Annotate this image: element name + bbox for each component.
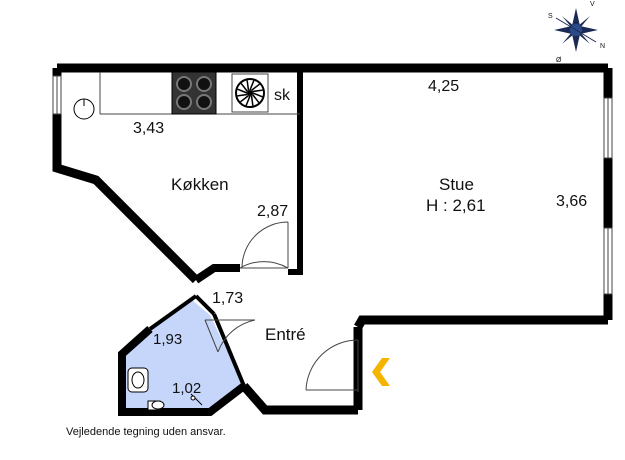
door-kitchen (239, 261, 289, 269)
appliance-label: sk (274, 87, 291, 104)
bath-dim-a-label: 1,93 (153, 331, 182, 348)
living-height-label: H : 2,61 (426, 196, 486, 215)
wall-bottom-living (354, 315, 608, 330)
wall-entry-bottom (240, 383, 358, 415)
washer-spoke (251, 83, 260, 91)
compass-east: Ø (556, 57, 562, 64)
entrance-dim-label: 1,73 (212, 290, 243, 307)
entry-arrow-icon (372, 358, 390, 386)
kitchen-depth-label: 2,87 (257, 203, 288, 220)
compass-south: S (548, 13, 553, 20)
washer-spoke (250, 95, 254, 106)
wall-bath-top (194, 294, 216, 316)
washer-spoke (252, 89, 263, 93)
wall-kitchen-entry (193, 264, 240, 284)
bathroom-fixtures (127, 367, 203, 411)
wall-diagonal-west (52, 68, 200, 284)
washer-spoke (252, 94, 260, 103)
living-width-label: 4,25 (428, 78, 459, 95)
kitchen-width-label: 3,43 (133, 120, 164, 137)
washer-spoke (240, 83, 248, 92)
living-depth-label: 3,66 (556, 193, 587, 210)
disclaimer-text: Vejledende tegning uden ansvar. (66, 426, 226, 438)
washer-spoke (252, 92, 263, 98)
wall-bath-door (212, 313, 246, 387)
wall-partition (288, 68, 303, 275)
living-name-label: Stue (439, 175, 474, 194)
entrance-name-label: Entré (265, 325, 306, 344)
washer-spoke (240, 95, 249, 103)
bath-dim-b-label: 1,02 (172, 380, 201, 397)
washer-spoke (237, 93, 248, 97)
washer-spoke (237, 88, 248, 94)
washer-spoke (249, 80, 255, 91)
windows (52, 75, 613, 295)
wall-bath-diag (148, 294, 198, 331)
compass-north: N (600, 43, 605, 50)
doors (204, 221, 359, 392)
washer-spoke (245, 95, 251, 106)
kitchen-name-label: Køkken (171, 175, 229, 194)
washer-spoke (246, 80, 250, 91)
wall-bath-right (118, 326, 247, 416)
compass-west: V (590, 1, 595, 8)
compass-rose-icon: S V N Ø (548, 1, 605, 64)
kitchen-counter (73, 71, 300, 120)
